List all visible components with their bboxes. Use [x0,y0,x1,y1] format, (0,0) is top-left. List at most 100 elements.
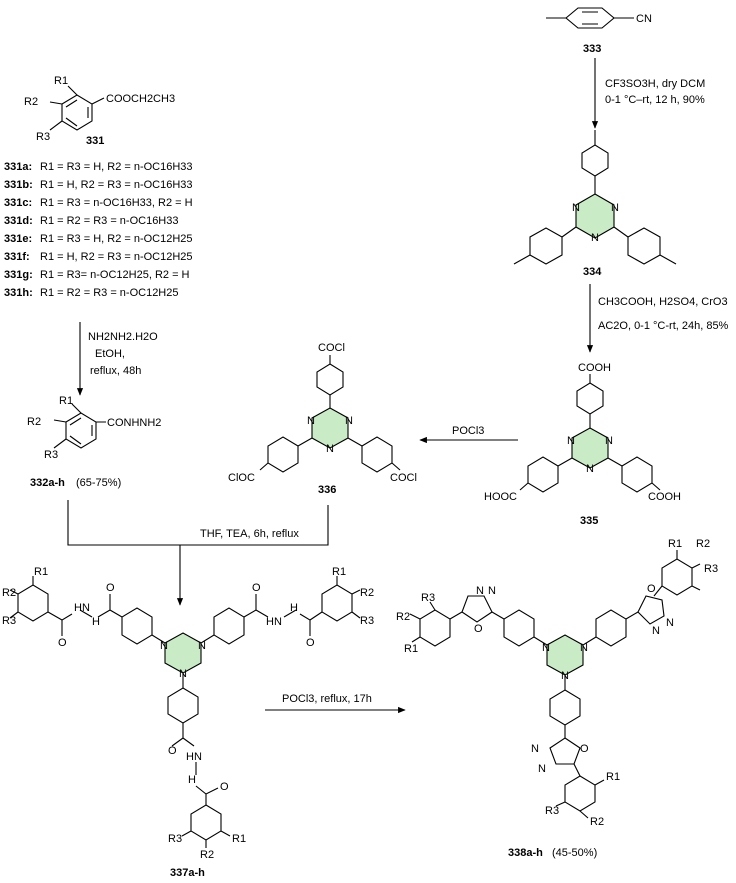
subst-id-b: 331b: [4,179,33,191]
n-338-right-a: N [652,625,660,637]
triazine-336-n3: N [326,443,334,455]
r3-338-bottom: R3 [545,805,559,817]
r1-337-left: R1 [34,566,48,578]
subst-id-g: 331g: [4,269,33,281]
r3-337-right: R3 [360,615,374,627]
r2-label: R2 [24,96,38,108]
compound-label-333: 333 [583,43,601,55]
triazine-n2: N [611,202,619,214]
condition-step1-line2: 0-1 °C–rt, 12 h, 90% [605,94,705,106]
compound-label-336: 336 [318,484,336,496]
r1-338-right: R1 [668,538,682,550]
yield-332: (65-75%) [76,477,121,489]
o-337-bottom: O [168,745,177,757]
compound-label-338: 338a-h [508,847,543,859]
r1-338-bottom: R1 [606,771,620,783]
substituent-table: 331a: R1 = R3 = H, R2 = n-OC16H33 331b: … [4,161,193,299]
compound-label-331: 331 [86,135,104,147]
o-337-left: O [106,582,115,594]
compound-332: R1 R2 R3 CONHNH2 332a-h (65-75%) [27,395,161,489]
o-338-right: O [647,583,656,595]
compound-label-335: 335 [580,515,598,527]
cooh-left: HOOC [484,491,517,503]
o-337-bottom-b: O [220,781,229,793]
r1-338-left: R1 [404,643,418,655]
triazine-335-n3: N [586,463,594,475]
condition-step4-line1: NH2NH2.H2O [88,331,158,343]
condition-step2-line1: CH3COOH, H2SO4, CrO3 [598,296,728,308]
triazine-n3: N [591,232,599,244]
triazine-335-n2: N [605,435,613,447]
r2-337-bottom: R2 [200,849,214,861]
hn-337-left: HN [74,602,90,614]
r2-337-right: R2 [360,587,374,599]
subst-id-h: 331h: [4,287,33,299]
r3-label: R3 [36,131,50,143]
condition-step4-line3: reflux, 48h [90,365,141,377]
condition-step1-line1: CF3SO3H, dry DCM [605,78,705,90]
triazine-337-n2: N [198,640,206,652]
o-337-right-b: O [306,637,315,649]
compound-label-337: 337a-h [170,867,205,879]
r2-338-right: R2 [696,538,710,550]
triazine-336-n1: N [307,415,315,427]
r1-label-332: R1 [59,395,73,407]
subst-text-e: R1 = R3 = H, R2 = n-OC12H25 [40,233,193,245]
triazine-336-n2: N [345,415,353,427]
subst-id-a: 331a: [4,161,32,173]
nh-337-left-a: H [92,616,100,628]
subst-text-c: R1 = R3 = n-OC16H33, R2 = H [40,197,193,209]
n-338-bottom-a: N [531,743,539,755]
h-337-right: H [290,602,298,614]
nh-337-right: HN [266,616,282,628]
triazine-338-n2: N [580,642,588,654]
hydrazide-group: CONHNH2 [107,417,161,429]
compound-331: R1 R2 R3 COOCH2CH3 331 [24,75,175,147]
r2-label-332: R2 [27,416,41,428]
n-338-bottom-b: N [538,763,546,775]
subst-text-b: R1 = H, R2 = R3 = n-OC16H33 [40,179,193,191]
combine-bracket [67,500,329,546]
yield-338: (45-50%) [552,847,597,859]
condition-step4-line2: EtOH, [95,348,125,360]
n-338-left-b: N [488,585,496,597]
r1-337-bottom: R1 [232,833,246,845]
r1-337-right: R1 [332,566,346,578]
compound-label-332: 332a-h [30,477,65,489]
triazine-337-n1: N [160,640,168,652]
hn-337-bottom: HN [186,751,202,763]
cocl-right: COCl [390,472,417,484]
o-337-right: O [252,582,261,594]
compound-338: N N N N N O R3 R2 R1 O N N R1 R2 R3 [396,538,718,859]
r1-label: R1 [54,75,68,87]
triazine-338-n1: N [542,642,550,654]
o-337-left-b: O [58,637,67,649]
compound-337: N N N O H HN O R1 R2 R3 O HN H O R1 R2 R… [2,566,374,879]
subst-text-f: R1 = H, R2 = R3 = n-OC12H25 [40,251,193,263]
cocl-top: COCl [318,342,345,354]
subst-id-d: 331d: [4,215,33,227]
cooh-top: COOH [578,362,611,374]
triazine-n1: N [572,202,580,214]
o-338-bottom: O [580,743,589,755]
condition-step2-line2: AC2O, 0-1 °C-rt, 24h, 85% [598,320,729,332]
r2-337-left: R2 [2,587,16,599]
compound-label-334: 334 [583,266,602,278]
r3-337-left: R3 [2,615,16,627]
subst-text-d: R1 = R2 = R3 = n-OC16H33 [40,215,179,227]
compound-333: CN 333 [546,7,652,55]
r3-label-332: R3 [44,449,58,461]
subst-id-c: 331c: [4,197,32,209]
r2-338-bottom: R2 [590,816,604,828]
n-338-left-a: N [476,585,484,597]
condition-step3: POCl3 [452,425,484,437]
subst-text-g: R1 = R3= n-OC12H25, R2 = H [40,269,190,281]
ester-group: COOCH2CH3 [106,93,175,105]
r3-337-bottom: R3 [168,833,182,845]
r3-338-right: R3 [704,563,718,575]
cooh-right: COOH [648,491,681,503]
nh-337-bottom: H [188,774,196,786]
o-338-left: O [474,623,483,635]
